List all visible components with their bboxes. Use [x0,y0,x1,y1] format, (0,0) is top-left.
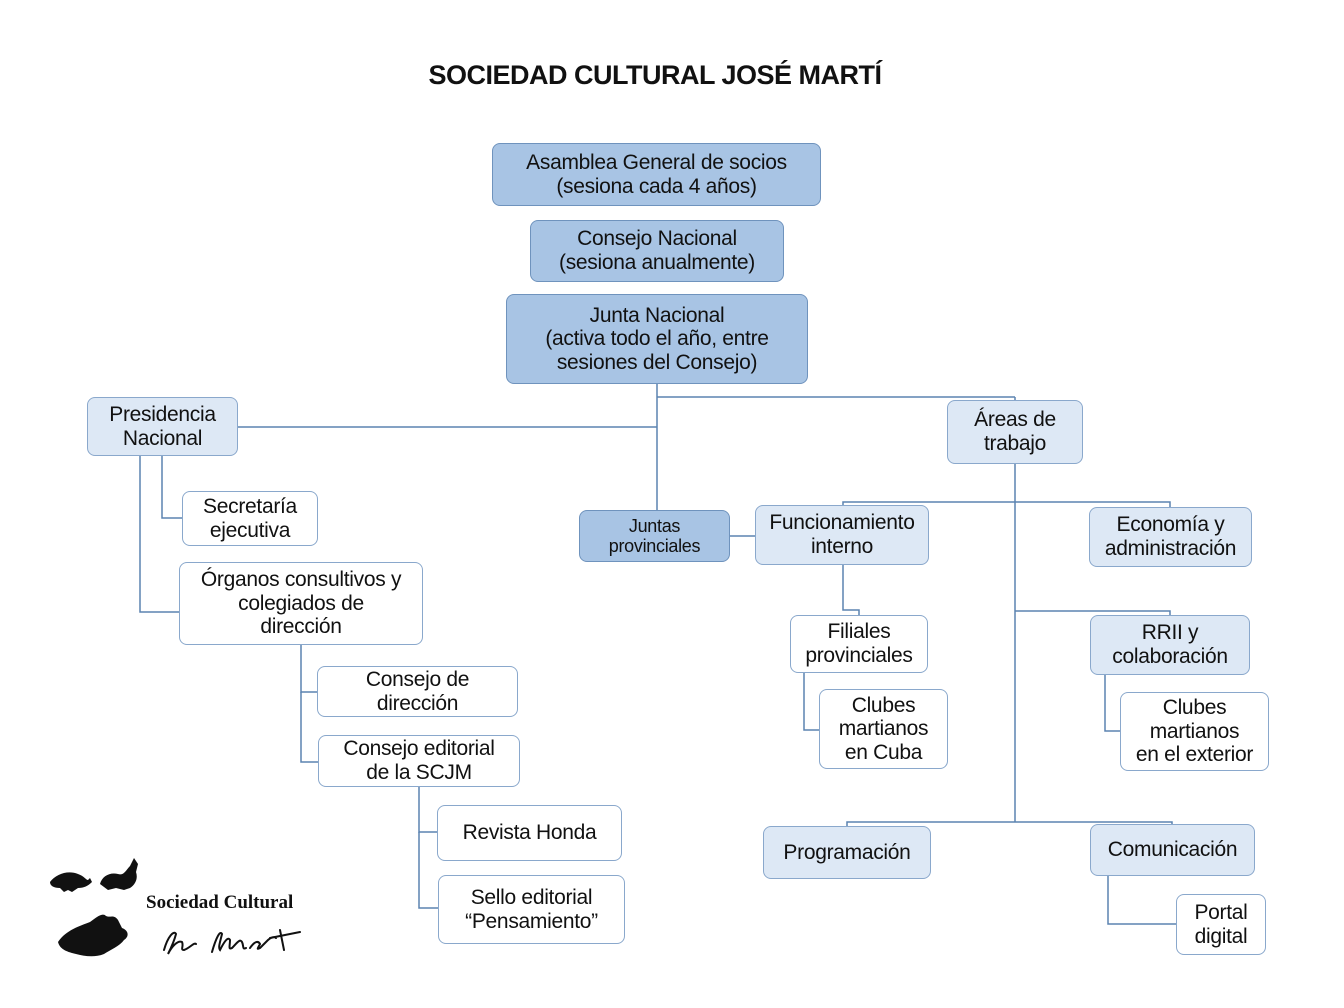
node-label-line: en el exterior [1135,743,1254,767]
connector [1104,675,1120,732]
node-label-line: provinciales [805,644,913,667]
connector [418,787,437,833]
connector [1015,610,1171,615]
node-label-line: Clubes [851,693,916,717]
node-label-line: (sesiona anualmente) [559,251,755,274]
connector [418,832,438,909]
connector [139,456,179,613]
node-label-line: (activa todo el año, entre [545,327,769,351]
node-label-line: provinciales [608,536,701,556]
node-label-line: Consejo de [365,667,470,691]
connector [803,673,819,731]
node-revista: Revista Honda [437,805,622,861]
connector [1107,876,1176,925]
node-label-line: digital [1194,924,1248,948]
node-label-line: colaboración [1112,645,1228,668]
node-label-line: Sello editorial [470,885,593,909]
node-label-line: administración [1104,537,1237,560]
logo-animals-and-island-icon [50,858,301,957]
node-label-line: Clubes [1162,696,1227,720]
chart-title: SOCIEDAD CULTURAL JOSÉ MARTÍ [428,60,882,90]
node-comunicacion: Comunicación [1090,824,1255,876]
node-label-line: Economía y [1116,513,1225,537]
node-label-line: interno [810,535,874,558]
node-label-line: de la SCJM [366,761,472,784]
connector [842,565,860,615]
connector [161,456,182,519]
connector [846,821,1173,826]
node-label-line: Consejo editorial [343,737,495,761]
node-label-line: martianos [1149,719,1240,743]
logo-name: Sociedad Cultural [146,892,294,913]
connector [300,692,318,763]
node-label-line: dirección [376,691,459,715]
connector [300,645,317,693]
node-programacion: Programación [763,826,931,879]
node-label-line: colegiados de [238,591,364,615]
node-label-line: trabajo [983,432,1047,455]
node-label-line: Funcionamiento [769,511,915,535]
node-label-line: martianos [838,717,929,741]
node-label-line: sesiones del Consejo) [556,350,758,374]
node-junta-nacional: Junta Nacional(activa todo el año, entre… [506,294,808,384]
node-label-line: Programación [783,840,911,864]
node-label-line: en Cuba [844,740,923,764]
node-label-line: Presidencia [109,402,216,426]
node-label-line: Filiales [827,620,891,644]
node-asamblea: Asamblea General de socios(sesiona cada … [492,143,821,206]
node-label-line: “Pensamiento” [465,909,598,933]
node-sello: Sello editorial“Pensamiento” [438,875,625,944]
node-label-line: Asamblea General de socios [526,150,787,174]
node-label-line: Revista Honda [462,821,597,845]
connector [842,501,1171,507]
node-label-line: Nacional [122,426,203,450]
signature-icon [163,929,301,955]
node-label-line: Áreas de [974,408,1056,432]
node-label-line: Comunicación [1107,838,1238,862]
node-consejo-nacional: Consejo Nacional(sesiona anualmente) [530,220,784,282]
node-label-line: ejecutiva [209,518,291,542]
node-label-line: Juntas [628,515,681,536]
node-label-line: Órganos consultivos y [200,568,402,592]
node-label-line: RRII y [1141,621,1199,645]
node-label-line: dirección [260,615,342,639]
node-label-line: Consejo Nacional [577,227,737,251]
node-label-line: Junta Nacional [589,303,725,327]
node-label-line: Portal [1194,900,1248,924]
node-label-line: (sesiona cada 4 años) [556,174,757,198]
node-label-line: Secretaría [203,494,297,518]
